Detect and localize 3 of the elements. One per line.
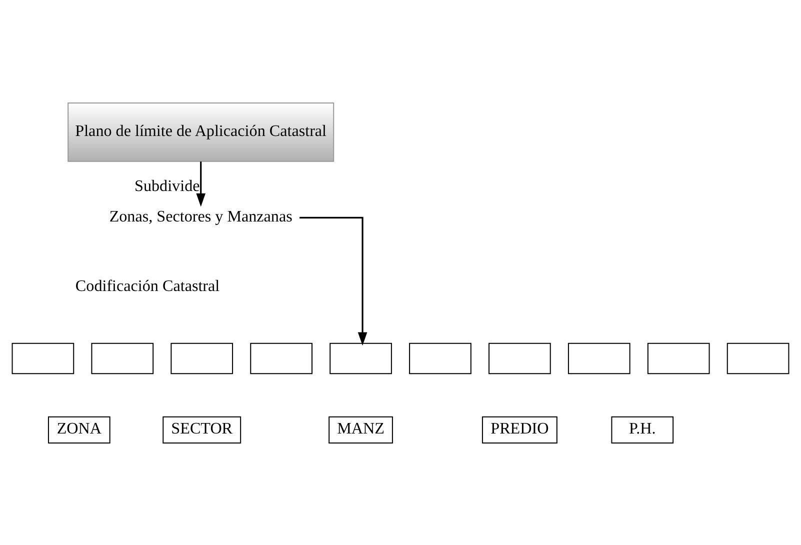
label: Codificación Catastral <box>75 277 220 294</box>
edge-label: Subdivide <box>134 177 200 194</box>
node-text: Zonas, Sectores y Manzanas <box>109 208 292 226</box>
